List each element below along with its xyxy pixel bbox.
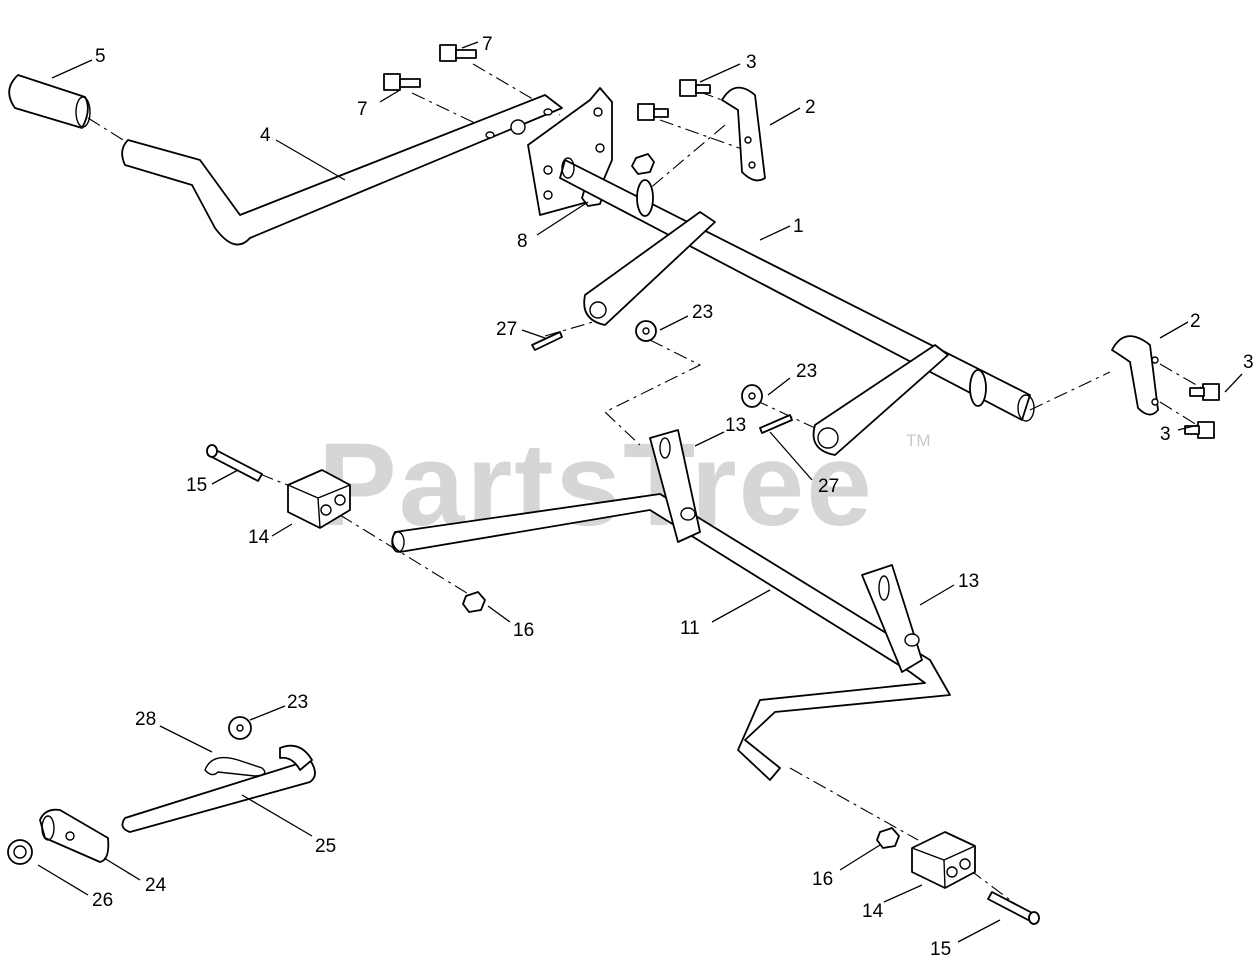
callout-27-right: 27	[818, 476, 839, 497]
callout-15-lower: 15	[930, 939, 951, 960]
callout-25: 25	[315, 836, 336, 857]
callout-3-right-upper: 3	[1243, 352, 1254, 373]
pin-part-15-lower	[987, 891, 1040, 925]
callout-23-upper: 23	[692, 302, 713, 323]
callout-24: 24	[145, 875, 167, 896]
nut-part-16-lower	[876, 827, 900, 849]
rod-part-11	[391, 493, 951, 781]
callout-27-left: 27	[496, 319, 517, 340]
callout-8: 8	[517, 231, 528, 252]
block-part-14-lower	[911, 831, 976, 889]
callout-4: 4	[260, 125, 271, 146]
hook-part-2-upper	[721, 86, 766, 182]
nut-part-26	[7, 839, 33, 865]
shaft-part-1	[559, 157, 1035, 456]
callout-14-upper: 14	[248, 527, 270, 548]
washer-part-23-lower	[228, 716, 252, 740]
rod-part-25	[121, 744, 316, 833]
callout-26: 26	[92, 890, 113, 911]
callout-16-lower: 16	[812, 869, 833, 890]
callout-15-upper: 15	[186, 475, 207, 496]
callout-3-top: 3	[746, 52, 757, 73]
callouts: 5 7 7 3 2 4 8 1 27 23 2 3 23 3 13 27 15 …	[92, 34, 1254, 960]
block-part-14-upper	[287, 469, 351, 529]
callout-16-upper: 16	[513, 620, 534, 641]
bolt-part-3-upper	[637, 79, 711, 121]
callout-23-lower: 23	[287, 692, 308, 713]
hook-part-2-right	[1111, 335, 1159, 416]
callout-11: 11	[680, 618, 700, 639]
callout-2-top: 2	[805, 97, 816, 118]
sleeve-part-24	[39, 808, 110, 863]
callout-7-upper: 7	[482, 34, 493, 55]
callout-1: 1	[793, 216, 804, 237]
callout-3-right-lower: 3	[1160, 424, 1171, 445]
pin-part-27-left	[531, 331, 563, 351]
leader-lines	[37, 41, 1243, 943]
clip-part-28	[204, 756, 266, 777]
washer-part-23-upper	[635, 320, 657, 342]
watermark-trademark: TM	[906, 431, 931, 450]
bolt-part-7-upper	[439, 44, 477, 62]
pin-part-15-upper	[206, 444, 263, 482]
pin-part-27-right	[759, 414, 793, 434]
bolt-part-7-lower	[383, 73, 421, 91]
callout-23-middle: 23	[796, 361, 817, 382]
lever-part-4	[121, 94, 563, 246]
callout-2-right: 2	[1190, 311, 1201, 332]
callout-7-lower: 7	[357, 99, 368, 120]
callout-14-lower: 14	[862, 901, 884, 922]
grip-part-5	[8, 74, 91, 129]
callout-13-lower: 13	[958, 571, 979, 592]
callout-13-upper: 13	[725, 415, 746, 436]
callout-5: 5	[95, 46, 106, 67]
bracket-part-13-lower	[861, 564, 923, 673]
washer-part-23-middle	[741, 384, 763, 408]
bolt-part-3-right	[1184, 383, 1220, 439]
nut-part-16-upper	[462, 591, 486, 613]
callout-28: 28	[135, 709, 156, 730]
bracket-part-13-upper	[649, 429, 701, 543]
